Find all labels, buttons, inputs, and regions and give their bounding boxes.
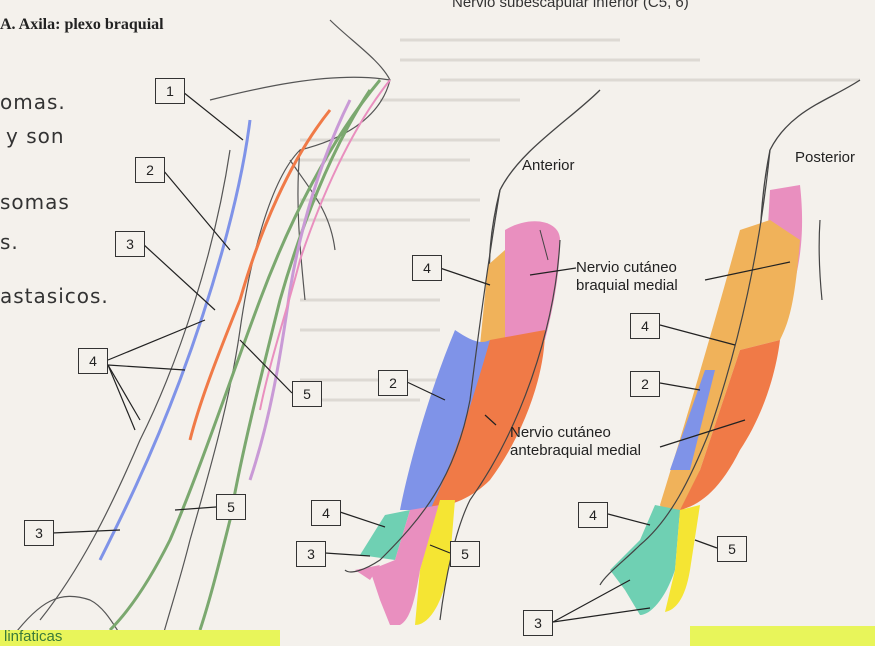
anterior-box-2: 2	[378, 370, 408, 396]
anterior-box-4: 4	[412, 255, 442, 281]
top-right-caption: Nervio subescapular inferior (C5, 6)	[452, 0, 689, 11]
label-box-3: 3	[115, 231, 145, 257]
label-box-4: 4	[78, 348, 108, 374]
cutaneous-antebrachial-medial-label: Nervio cutáneo antebraquial medial	[510, 424, 670, 460]
label-box-1: 1	[155, 78, 185, 104]
posterior-box-4: 4	[630, 313, 660, 339]
handwritten-note-3: somas	[0, 190, 70, 214]
anterior-box-4b: 4	[311, 500, 341, 526]
posterior-box-5: 5	[717, 536, 747, 562]
figure-title: A. Axila: plexo braquial	[0, 16, 164, 34]
highlighter-right	[690, 626, 875, 646]
label-box-3b: 3	[24, 520, 54, 546]
label-box-2: 2	[135, 157, 165, 183]
anterior-box-5: 5	[450, 541, 480, 567]
posterior-box-2: 2	[630, 371, 660, 397]
handwritten-note-2: y son	[6, 124, 65, 148]
cutaneous-brachial-medial-label: Nervio cutáneo braquial medial	[576, 259, 706, 295]
handwritten-note-1: omas.	[0, 90, 66, 114]
posterior-label: Posterior	[795, 149, 855, 166]
bottom-handwritten: linfaticas	[4, 628, 62, 645]
label-box-5: 5	[292, 381, 322, 407]
label-box-5b: 5	[216, 494, 246, 520]
left-arm-drawing	[10, 20, 390, 646]
handwritten-note-5: astasicos.	[0, 284, 109, 308]
anterior-label: Anterior	[522, 157, 575, 174]
posterior-box-4b: 4	[578, 502, 608, 528]
handwritten-note-4: s.	[0, 230, 19, 254]
posterior-box-3: 3	[523, 610, 553, 636]
anterior-box-3: 3	[296, 541, 326, 567]
